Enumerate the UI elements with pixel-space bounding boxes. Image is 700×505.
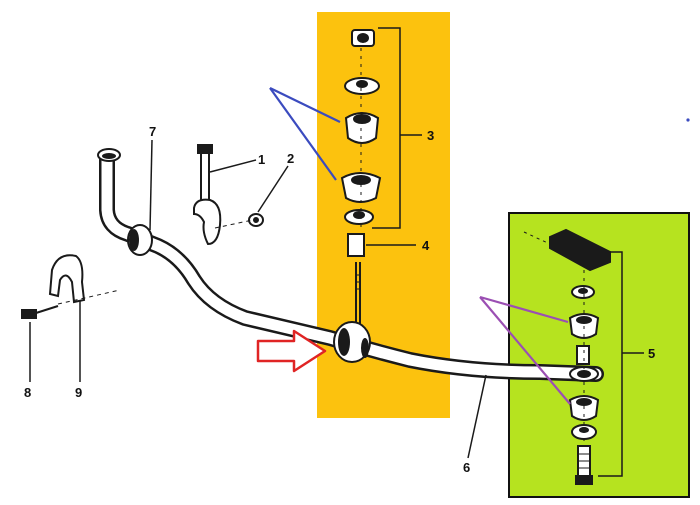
link-stack-upper (340, 29, 382, 257)
purple-pointer-lines (479, 295, 571, 405)
bracket-part-3 (372, 27, 401, 229)
leader-part-2 (257, 165, 289, 213)
clamp-bracket-lower (48, 254, 86, 304)
leader-part-1 (209, 159, 257, 173)
end-link-axis-top (523, 231, 553, 246)
callout-part-4: 4 (422, 238, 430, 253)
leader-part-6 (467, 374, 487, 459)
blue-dot-mark (686, 118, 690, 122)
callout-part-3: 3 (427, 128, 434, 143)
callout-part-8: 8 (24, 385, 31, 400)
alignment-line-upper (214, 217, 263, 229)
bar-bushing-left (127, 224, 153, 256)
blue-pointer-lines (269, 87, 341, 181)
bar-end-cap-inner (102, 153, 116, 159)
red-outline-arrow (256, 329, 327, 373)
callout-part-6: 6 (463, 460, 470, 475)
callout-part-9: 9 (75, 385, 82, 400)
callout-part-2: 2 (287, 151, 294, 166)
callout-part-1: 1 (258, 152, 265, 167)
callout-part-5: 5 (648, 346, 655, 361)
bar-bushing-center (333, 321, 371, 363)
bracket-part-5 (598, 251, 623, 477)
bolt-part-8 (21, 305, 59, 319)
clamp-bracket-upper (193, 144, 222, 246)
link-bolt (355, 262, 361, 330)
callout-part-7: 7 (149, 124, 156, 139)
leader-part-7 (149, 139, 153, 231)
alignment-line-lower (57, 289, 121, 305)
nut-part-2 (248, 213, 264, 227)
